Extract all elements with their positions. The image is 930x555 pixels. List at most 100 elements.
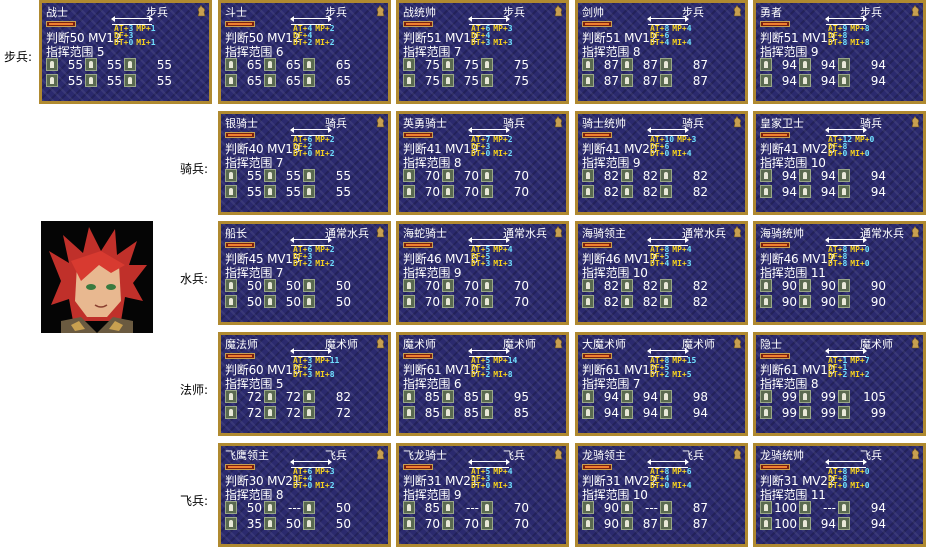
command-range-line: 指挥范围 10 [582, 264, 648, 281]
stat-value: 4 [307, 24, 313, 33]
command-range-line: 指挥范围 7 [582, 375, 640, 392]
resist-value: 65 [246, 74, 262, 88]
stat-key: DF+ [471, 31, 486, 40]
move-value: MV21 [445, 474, 479, 488]
move-value: MV21 [267, 474, 301, 488]
wind-resist-icon [621, 58, 633, 71]
water-resist-icon [621, 295, 633, 308]
earth-resist-icon [582, 517, 594, 530]
stat-key: MP+ [850, 356, 865, 365]
stat-key: MP+ [315, 24, 330, 33]
resist-value: 82 [692, 169, 708, 183]
unit-troop-type: 飞兵 [325, 449, 347, 462]
wind-resist-icon [442, 390, 454, 403]
fire-resist-icon [225, 501, 237, 514]
command-range-value: 9 [810, 45, 819, 59]
stat-value: 6 [686, 467, 692, 476]
stat-key: DT+ [471, 259, 486, 268]
exp-bar [825, 237, 867, 246]
fire-resist-icon [403, 390, 415, 403]
resist-value: 94 [781, 58, 797, 72]
stat-value: 8 [664, 24, 670, 33]
resist-value: 65 [285, 58, 301, 72]
stat-value: 0 [864, 481, 870, 490]
command-range-value: 7 [453, 45, 462, 59]
stat-value: 7 [485, 135, 491, 144]
unit-troop-type: 通常水兵 [503, 227, 547, 240]
move-value: MV12 [88, 31, 122, 45]
stat-value: 6 [307, 467, 313, 476]
resist-value: 75 [513, 74, 529, 88]
stat-key: DF+ [650, 31, 665, 40]
resist-value: 55 [335, 185, 351, 199]
stat-line: DF+5 [650, 364, 696, 372]
stat-line: DF+3 [471, 364, 517, 372]
fire-resist-icon [225, 169, 237, 182]
stat-value: 4 [664, 259, 670, 268]
stat-value: 8 [864, 38, 870, 47]
resist-value: 85 [463, 406, 479, 420]
judge-value: 判断46 [760, 252, 799, 266]
resist-value: 94 [642, 406, 658, 420]
wind-resist-icon [621, 279, 633, 292]
resist-value: 70 [463, 295, 479, 309]
water-resist-icon [799, 406, 811, 419]
exp-bar [468, 459, 510, 468]
resist-value: 94 [642, 390, 658, 404]
command-range-value: 6 [453, 377, 462, 391]
stat-line: DF+8 [828, 32, 870, 40]
stat-value: 8 [842, 259, 848, 268]
fire-resist-icon [403, 169, 415, 182]
command-range-label: 指挥范围 [760, 156, 808, 170]
holy-resist-icon [303, 517, 315, 530]
wind-resist-icon [621, 390, 633, 403]
earth-resist-icon [582, 74, 594, 87]
stat-value: 6 [307, 245, 313, 254]
resist-value: 94 [820, 517, 836, 531]
stat-value: 4 [686, 481, 692, 490]
stat-value: 4 [307, 31, 313, 40]
stat-value: 3 [128, 31, 134, 40]
stat-line: DF+3 [114, 31, 156, 40]
resist-value: 90 [603, 517, 619, 531]
stat-key: MI+ [493, 149, 508, 158]
stat-value: 3 [485, 474, 491, 483]
exp-bar [468, 348, 510, 357]
lightning-resist-icon [660, 279, 672, 292]
stat-value: 1 [842, 356, 848, 365]
fire-resist-icon [582, 501, 594, 514]
unit-troop-type: 骑兵 [325, 117, 347, 130]
water-resist-icon [621, 185, 633, 198]
stat-value: 3 [329, 467, 335, 476]
stat-value: 12 [842, 135, 853, 144]
judge-move-line: 判断61 MV10 [403, 361, 478, 378]
